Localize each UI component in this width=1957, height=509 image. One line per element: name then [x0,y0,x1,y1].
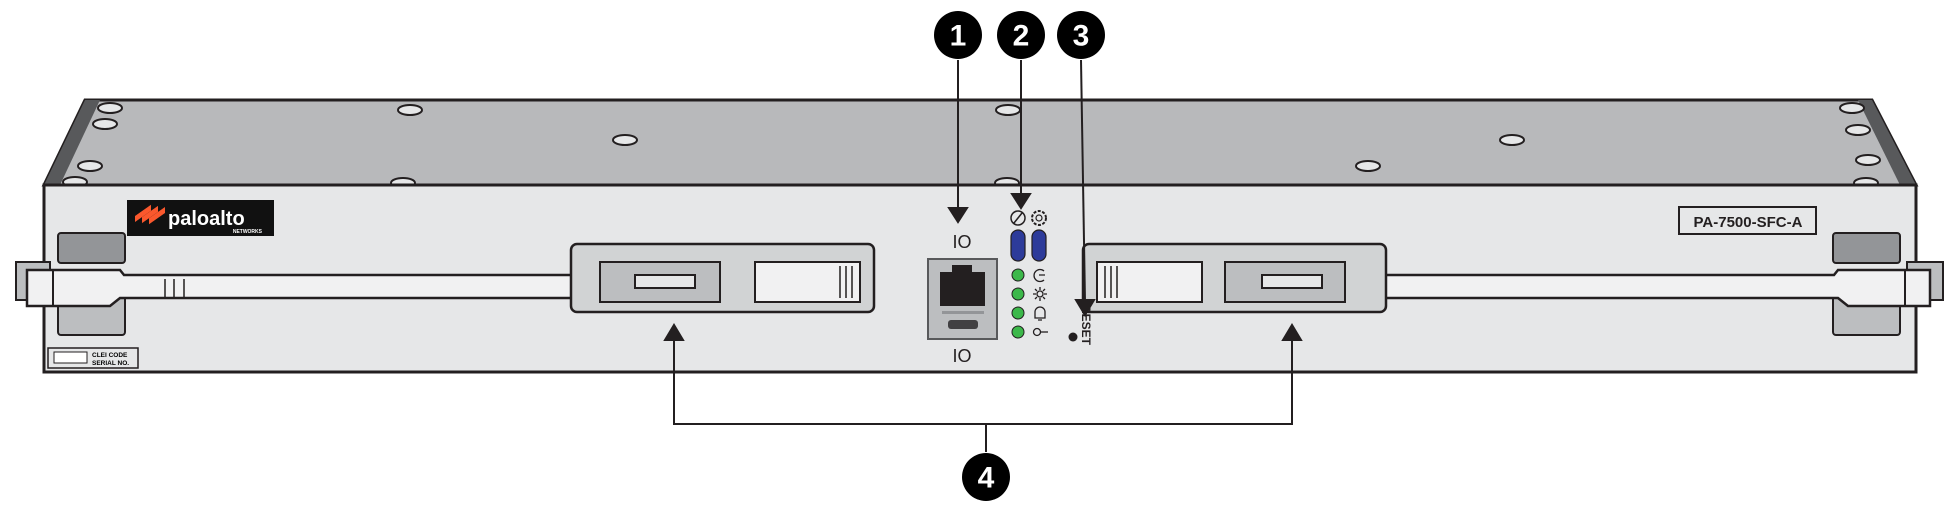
sun-status-icon [1033,287,1047,301]
status-led [1011,287,1025,301]
reset-label: RESET [1079,305,1093,346]
svg-text:2: 2 [1013,20,1030,53]
right-ejector-handle[interactable] [1358,232,1944,336]
reset-button[interactable] [1068,332,1078,342]
temperature-icon [1032,327,1048,337]
callout-leaders [663,59,1303,452]
svg-text:4: 4 [978,462,995,495]
status-leds [1011,268,1025,339]
left-latch[interactable] [569,242,876,314]
chassis-top-left-edge [44,100,100,185]
logo-subtext: NETWORKS [233,229,263,235]
power-icon [1033,268,1045,283]
callout-1: 1 [934,11,982,59]
paloalto-logo: paloalto NETWORKS [127,200,274,236]
model-label: PA-7500-SFC-A [1694,214,1803,231]
right-latch[interactable] [1081,242,1388,314]
config-toggle[interactable] [1031,229,1047,262]
svg-text:3: 3 [1073,20,1090,53]
alarm-bell-icon [1034,306,1046,321]
chassis-top-right-edge [1858,100,1916,185]
io-label-bottom: IO [952,346,971,366]
io-label-top: IO [952,232,971,252]
callout-2: 2 [997,11,1045,59]
callout-4: 4 [962,453,1010,501]
wrench-icon [1010,210,1026,226]
usb-port [948,320,978,329]
callout-3: 3 [1057,11,1105,59]
temperature-led [1011,325,1025,339]
model-label-box [1678,206,1817,235]
alarm-led [1011,306,1025,320]
service-toggle[interactable] [1010,229,1026,262]
svg-text:1: 1 [950,20,967,53]
management-port[interactable] [927,258,998,340]
rj45-port [940,265,985,306]
serial-no-label: SERIAL NO. [92,360,129,367]
clei-code-label: CLEI CODE [92,352,128,359]
left-ejector-handle[interactable] [15,232,597,336]
power-led [1011,268,1025,282]
gear-icon [1031,210,1047,226]
chassis-top-panel [41,98,1919,187]
logo-text: paloalto [168,208,245,230]
